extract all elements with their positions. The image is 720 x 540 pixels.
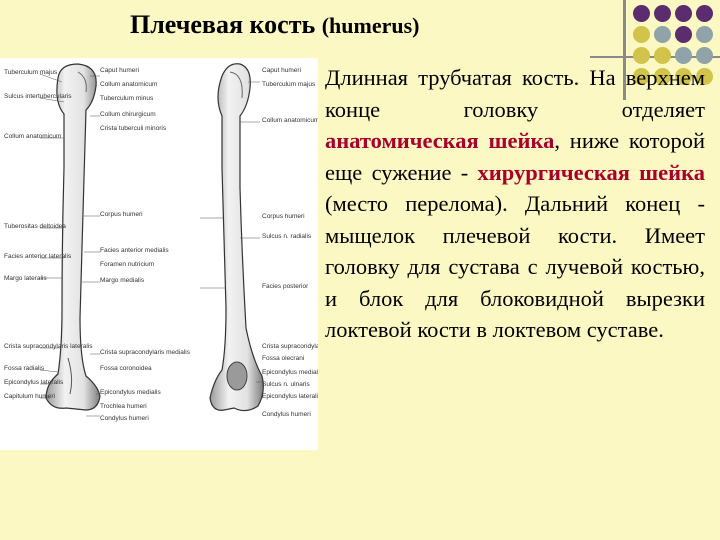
text-part-1: Длинная трубчатая кость. На верхнем конц… [325,65,705,122]
highlight-surgical-neck: хирургическая шейка [477,159,705,185]
label-mid-8: Margo medialis [100,277,145,284]
label-mid-9: Crista supracondylaris medialis [100,349,191,356]
humerus-anterior-view [45,63,101,411]
label-right-1: Tuberculum majus [262,81,316,88]
decor-dot [675,5,692,22]
highlight-anatomical-neck: анатомическая шейка [325,128,555,153]
decor-dot [633,26,650,43]
label-left-8: Epicondylus lateralis [4,379,64,386]
decor-dot [654,26,671,43]
label-mid-12: Trochlea humeri [100,403,147,410]
label-left-2: Collum anatomicum [4,133,61,140]
label-left-6: Crista supracondylaris lateralis [4,343,93,350]
label-left-9: Capitulum humeri [4,393,55,400]
label-left-7: Fossa radialis [4,365,45,372]
label-left-4: Facies anterior lateralis [4,253,72,260]
label-right-2: Collum anatomicum [262,117,318,124]
label-left-5: Margo lateralis [4,275,47,282]
label-right-11: Condylus humeri [262,411,311,418]
label-right-5: Facies posterior [262,283,309,290]
decor-dot [696,47,713,64]
label-mid-6: Facies anterior medialis [100,247,169,254]
decor-dot [675,47,692,64]
label-left-1: Sulcus intertubercularis [4,93,72,100]
label-mid-5: Corpus humeri [100,211,143,218]
slide-title: Плечевая кость (humerus) [130,10,420,40]
decor-dot [654,5,671,22]
label-mid-11: Epicondylus medialis [100,389,161,396]
decor-dot [633,5,650,22]
label-right-9: Sulcus n. ulnaris [262,381,310,388]
decor-dot [675,26,692,43]
label-right-0: Caput humeri [262,67,301,74]
label-right-8: Epicondylus medialis [262,369,318,376]
label-mid-0: Caput humeri [100,67,139,74]
decor-dot [633,68,650,85]
humerus-posterior-view [209,63,264,412]
leader-lines [39,73,264,417]
label-mid-4: Crista tuberculi minoris [100,125,167,132]
text-part-3: (место перелома). Дальний конец - мыщело… [325,191,705,342]
label-mid-10: Fossa coronoidea [100,365,152,372]
decor-dot [654,68,671,85]
decor-dot [633,47,650,64]
text-part-2: , ниже которой еще сужение - [325,128,705,185]
label-right-10: Epicondylus lateralis [262,393,318,400]
label-left-0: Tuberculum majus [4,69,58,76]
body-text: Длинная трубчатая кость. На верхнем конц… [325,62,705,346]
decor-dot [675,68,692,85]
label-mid-2: Tuberculum minus [100,95,154,102]
title-latin: (humerus) [321,13,420,38]
label-left-3: Tuberositas deltoidea [4,223,66,230]
label-right-6: Crista supracondylaris medialis [262,343,318,350]
label-mid-3: Collum chirurgicum [100,111,156,118]
decor-dot [696,26,713,43]
label-mid-1: Collum anatomicum [100,81,157,88]
label-right-3: Corpus humeri [262,213,305,220]
label-right-4: Sulcus n. radialis [262,233,312,240]
decor-dot-grid [633,5,713,85]
title-main: Плечевая кость [130,10,316,39]
label-right-7: Fossa olecrani [262,355,304,362]
decor-dot [696,5,713,22]
decor-dot [654,47,671,64]
label-mid-13: Condylus humeri [100,415,149,422]
decor-vertical-line [623,0,626,100]
label-mid-7: Foramen nutricium [100,261,154,268]
decor-dot [696,68,713,85]
